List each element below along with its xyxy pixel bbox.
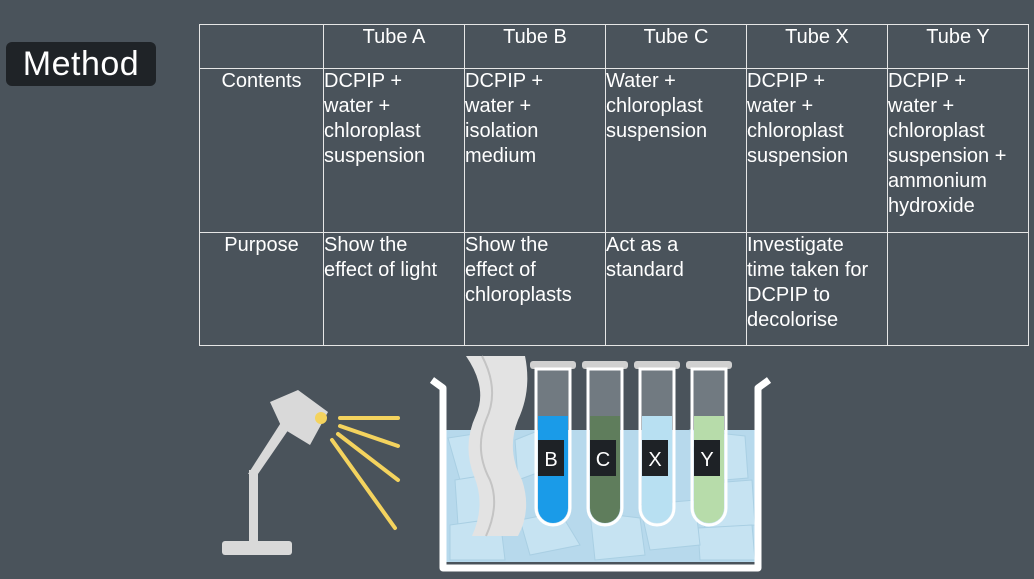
contents-cell-tube-y: DCPIP + water + chloroplast suspension +… [887, 68, 1029, 233]
cell-line: DCPIP + [888, 70, 966, 92]
table-header-tube-b: Tube B [464, 24, 606, 69]
cell-line: Show the [465, 234, 549, 256]
desk-lamp-icon [222, 390, 328, 555]
method-title: Method [6, 42, 156, 86]
foil-sheet-icon [466, 355, 528, 537]
purpose-cell-tube-y [887, 232, 1029, 346]
contents-cell-tube-c: Water + chloroplast suspension [605, 68, 747, 233]
purpose-cell-tube-c: Act as a standard [605, 232, 747, 346]
table-header-tube-y: Tube Y [887, 24, 1029, 69]
cell-line: ammonium [888, 170, 987, 192]
tube-label-x: X [648, 449, 661, 471]
cell-line: isolation [465, 120, 539, 142]
tube-label-c: C [596, 449, 610, 471]
cell-line: hydroxide [888, 195, 975, 217]
contents-cell-tube-b: DCPIP + water + isolation medium [464, 68, 606, 233]
purpose-cell-tube-a: Show the effect of light [323, 232, 465, 346]
cell-line: chloroplast [888, 120, 985, 142]
cell-line: DCPIP + [747, 70, 825, 92]
cell-line: DCPIP + [324, 70, 402, 92]
test-tube-y-icon: Y [686, 361, 732, 527]
tube-label-b: B [544, 449, 557, 471]
cell-line: DCPIP to [747, 284, 830, 306]
cell-line: suspension [606, 120, 708, 142]
cell-line: chloroplast [606, 95, 703, 117]
cell-line: standard [606, 259, 684, 281]
cell-line: chloroplast [747, 120, 844, 142]
contents-cell-tube-x: DCPIP + water + chloroplast suspension [746, 68, 888, 233]
cell-line: medium [465, 145, 537, 167]
method-table: Tube A Tube B Tube C Tube X Tube Y Conte… [199, 24, 1029, 346]
table-row-contents: Contents DCPIP + water + chloroplast sus… [199, 68, 1029, 233]
cell-line: water + [747, 95, 814, 117]
cell-line: decolorise [747, 309, 839, 331]
test-tube-b-icon: B [530, 361, 576, 527]
cell-line: Show the [324, 234, 408, 256]
table-row-purpose: Purpose Show the effect of light Show th… [199, 232, 1029, 346]
cell-line: DCPIP + [465, 70, 543, 92]
cell-line: water + [465, 95, 532, 117]
cell-line: effect of [465, 259, 536, 281]
cell-line: water + [888, 95, 955, 117]
cell-line: time taken for [747, 259, 869, 281]
cell-line: effect of light [324, 259, 438, 281]
test-tube-x-icon: X [634, 361, 680, 527]
purpose-cell-tube-b: Show the effect of chloroplasts [464, 232, 606, 346]
cell-line: suspension [324, 145, 426, 167]
cell-line: suspension [747, 145, 849, 167]
cell-line: chloroplast [324, 120, 421, 142]
cell-line: chloroplasts [465, 284, 572, 306]
test-tube-c-icon: C [582, 361, 628, 527]
row-label-purpose: Purpose [199, 232, 324, 346]
tube-label-y: Y [700, 449, 713, 471]
cell-line: water + [324, 95, 391, 117]
cell-line: Act as a [606, 234, 679, 256]
cell-line: Water + [606, 70, 676, 92]
cell-line: Investigate [747, 234, 844, 256]
purpose-cell-tube-x: Investigate time taken for DCPIP to deco… [746, 232, 888, 346]
cell-line: suspension + [888, 145, 1007, 167]
table-header-row: Tube A Tube B Tube C Tube X Tube Y [199, 24, 1029, 69]
light-rays-icon [330, 416, 400, 530]
table-header-blank [199, 24, 324, 69]
